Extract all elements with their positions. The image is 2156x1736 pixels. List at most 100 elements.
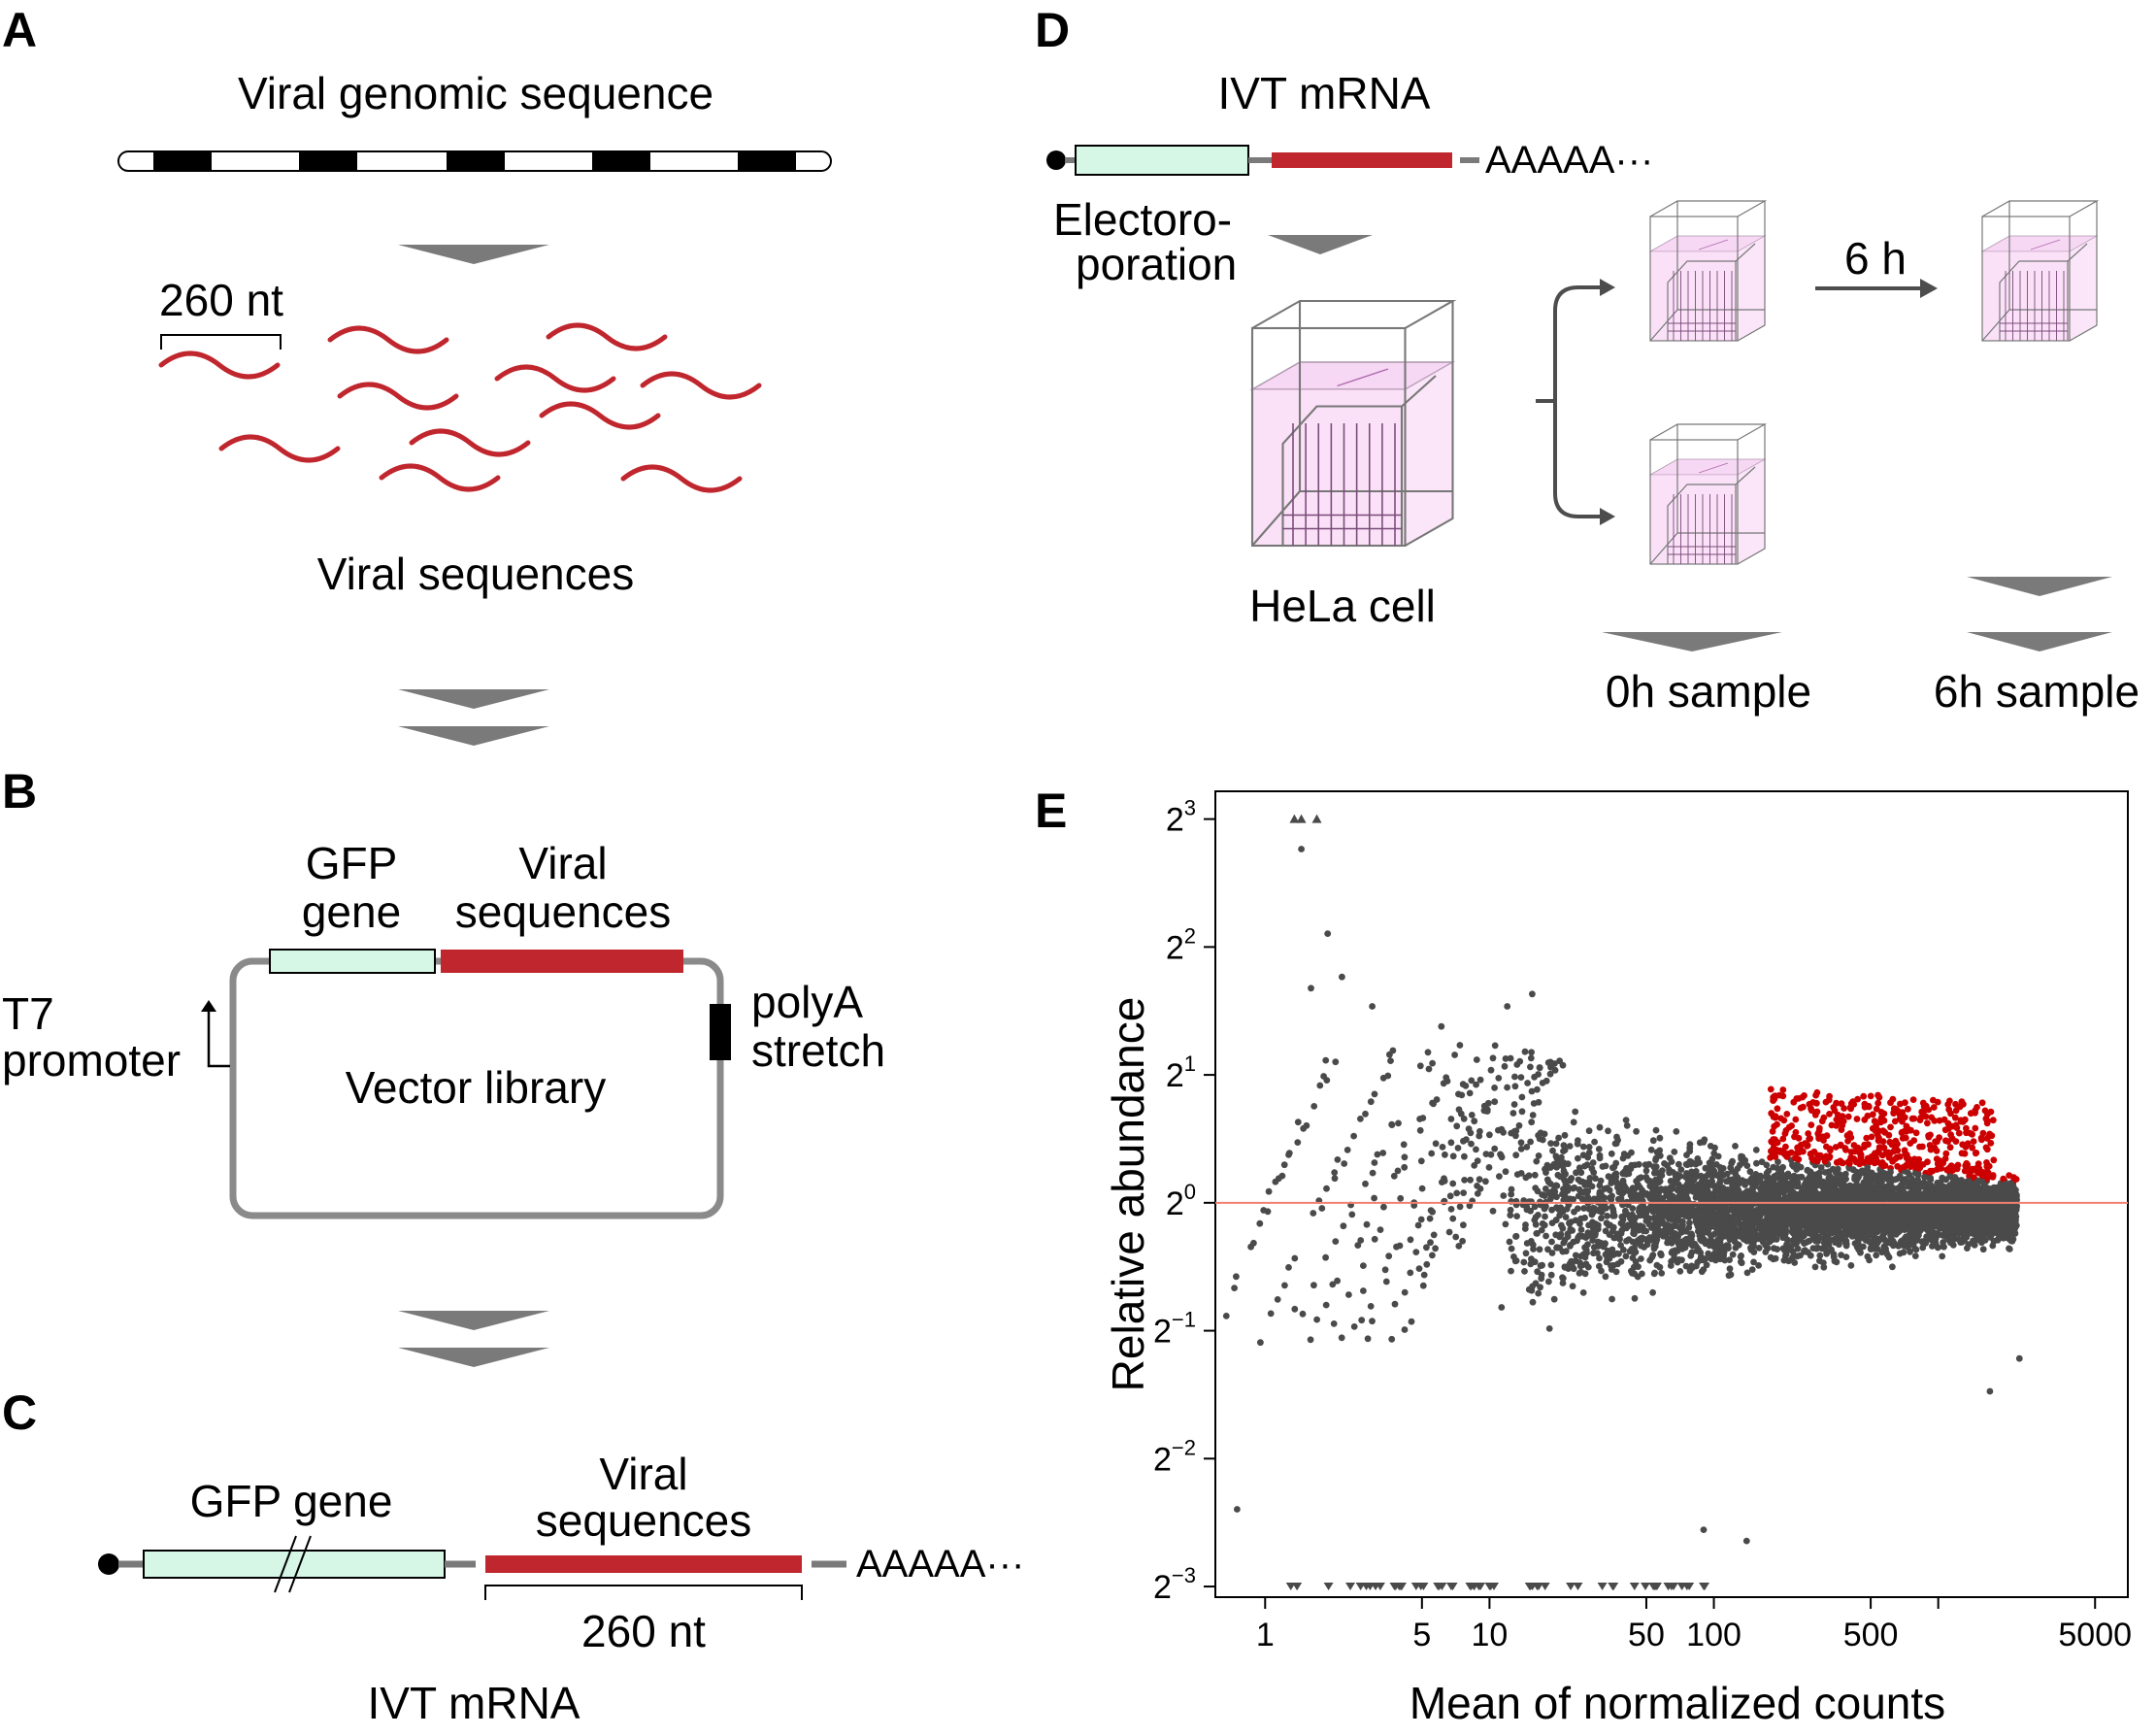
data-point <box>1707 1143 1714 1150</box>
data-point <box>1231 1285 1238 1291</box>
data-point <box>1629 1205 1637 1212</box>
data-point <box>2006 1246 2013 1252</box>
data-point <box>1348 1211 1356 1219</box>
data-point <box>1623 1211 1631 1218</box>
data-point <box>1637 1212 1643 1219</box>
viral-fragment <box>379 463 501 492</box>
data-point <box>1491 1098 1499 1106</box>
data-point <box>1332 1238 1340 1245</box>
data-point <box>1994 1236 2002 1243</box>
electroporation-arrow <box>1268 235 1373 254</box>
data-point <box>1603 1219 1610 1227</box>
d-gfp-box <box>1075 145 1249 176</box>
data-point <box>1623 1121 1631 1129</box>
data-point <box>1501 1062 1509 1070</box>
data-point <box>1580 1205 1587 1212</box>
data-point <box>1363 1220 1371 1228</box>
data-point <box>1720 1249 1728 1256</box>
data-point <box>1285 1264 1292 1271</box>
data-point <box>1563 1205 1571 1213</box>
data-point <box>1564 1184 1572 1190</box>
data-point <box>1709 1161 1716 1169</box>
data-point <box>1429 1252 1436 1259</box>
data-point <box>1570 1118 1577 1126</box>
data-point <box>1463 1136 1470 1144</box>
data-point <box>1291 1305 1299 1313</box>
data-point <box>1542 1165 1548 1173</box>
data-point <box>1442 1151 1448 1158</box>
data-point <box>1517 1074 1525 1081</box>
data-point <box>1577 1215 1584 1222</box>
data-point <box>1507 1212 1514 1219</box>
data-point <box>1502 1168 1509 1176</box>
data-point <box>1754 1235 1762 1243</box>
data-point <box>1589 1159 1597 1166</box>
data-point <box>1345 1291 1352 1298</box>
data-point <box>1468 1077 1476 1085</box>
data-point <box>1291 1254 1299 1262</box>
data-point <box>1425 1065 1433 1073</box>
data-point <box>1529 1283 1536 1290</box>
data-point <box>1512 1132 1519 1140</box>
data-point <box>1661 1160 1668 1167</box>
data-point <box>1491 1145 1499 1152</box>
data-point <box>1889 1239 1897 1247</box>
data-point <box>1412 1249 1420 1255</box>
data-point <box>1468 1112 1476 1118</box>
data-point <box>1323 1077 1331 1084</box>
data-point <box>1485 1164 1493 1171</box>
data-point <box>1495 1126 1502 1134</box>
data-point <box>1552 1140 1560 1148</box>
split-bracket <box>1536 285 1600 518</box>
data-point <box>1573 1169 1579 1177</box>
data-point <box>1578 1232 1586 1240</box>
data-point <box>1609 1203 1615 1211</box>
data-point <box>1726 1236 1734 1243</box>
data-point <box>1596 1152 1604 1159</box>
data-point <box>1719 1165 1727 1172</box>
data-point <box>1257 1339 1264 1347</box>
data-point <box>1708 1238 1715 1246</box>
data-point <box>1530 1246 1537 1252</box>
data-point <box>1636 1191 1643 1199</box>
data-point <box>1604 1254 1611 1262</box>
data-point <box>1759 1238 1767 1246</box>
data-point <box>1401 1163 1409 1171</box>
panel-c-letter: C <box>2 1385 37 1440</box>
data-point <box>1882 1212 1890 1219</box>
data-point <box>1500 1128 1507 1136</box>
data-point <box>1748 1266 1756 1273</box>
data-point <box>1416 1126 1424 1134</box>
data-point <box>1693 1247 1701 1254</box>
data-point <box>1837 1174 1843 1182</box>
data-point <box>1596 1123 1604 1131</box>
five-prime-cap <box>98 1553 119 1575</box>
data-point <box>1528 1118 1536 1126</box>
split-arrowhead-bottom <box>1600 508 1615 525</box>
data-point <box>1400 1141 1408 1149</box>
data-point <box>1896 1250 1904 1257</box>
data-point <box>1743 1269 1751 1277</box>
data-point <box>1914 1176 1921 1184</box>
data-point <box>1362 1110 1369 1118</box>
cuvette-0h-upper <box>1648 200 1768 342</box>
data-point <box>1330 1320 1338 1327</box>
data-point <box>1513 1213 1520 1219</box>
data-point <box>1616 1235 1623 1243</box>
data-point <box>1491 1042 1499 1050</box>
data-point <box>1656 1134 1664 1142</box>
data-point <box>1633 1127 1640 1135</box>
data-point <box>1461 1152 1468 1160</box>
data-point <box>1711 1211 1718 1218</box>
data-point <box>1381 1266 1389 1274</box>
data-point <box>1811 1263 1819 1271</box>
data-point <box>1299 1310 1307 1318</box>
data-point <box>1579 1289 1587 1296</box>
data-point <box>1548 1238 1555 1246</box>
data-point <box>1553 1162 1561 1170</box>
data-point <box>1886 1174 1894 1181</box>
data-point <box>1515 1121 1523 1129</box>
data-point <box>1307 1336 1314 1344</box>
genome-bar <box>117 150 832 172</box>
